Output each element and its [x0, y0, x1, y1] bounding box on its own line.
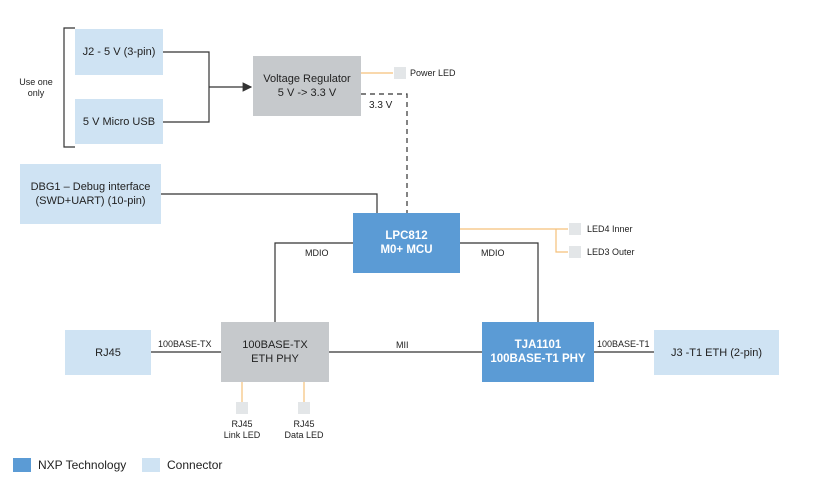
- rail-label: 3.3 V: [369, 100, 393, 111]
- led4-label: LED4 Inner: [587, 224, 633, 234]
- mdio-right-label: MDIO: [481, 248, 505, 258]
- led-lines: [460, 228, 568, 253]
- led3-indicator: [569, 246, 581, 258]
- mdio-right-line: [460, 242, 539, 322]
- legend-nxp-swatch: [13, 458, 31, 472]
- led3-label: LED3 Outer: [587, 247, 635, 257]
- mdio-left-label: MDIO: [305, 248, 329, 258]
- rj45-data-led-indicator: [298, 402, 310, 414]
- use-one-bracket: [63, 27, 75, 148]
- lpc812-mcu: LPC812 M0+ MCU: [353, 213, 460, 273]
- micro-usb-connector: 5 V Micro USB: [75, 99, 163, 144]
- voltage-regulator: Voltage Regulator 5 V -> 3.3 V: [253, 56, 361, 116]
- rj45-link-led-indicator: [236, 402, 248, 414]
- rj45-data-led-label: RJ45 Data LED: [284, 419, 324, 440]
- debug-interface-connector: DBG1 – Debug interface (SWD+UART) (10-pi…: [20, 164, 161, 224]
- j2-connector: J2 - 5 V (3-pin): [75, 29, 163, 75]
- tja1101-phy: TJA1101 100BASE-T1 PHY: [482, 322, 594, 382]
- debug-to-mcu-line: [161, 193, 378, 213]
- led4-indicator: [569, 223, 581, 235]
- legend-connector-swatch: [142, 458, 160, 472]
- j3-connector: J3 -T1 ETH (2-pin): [654, 330, 779, 375]
- legend-connector-label: Connector: [167, 458, 223, 472]
- regulator-subtitle: 5 V -> 3.3 V: [277, 87, 337, 99]
- use-one-note: Use one only: [19, 77, 53, 98]
- mdio-left-line: [274, 242, 353, 322]
- power-led-label: Power LED: [410, 68, 456, 78]
- regulator-title: Voltage Regulator: [263, 73, 351, 85]
- rail-dashed-line: [361, 93, 408, 213]
- mii-label: MII: [396, 340, 409, 350]
- power-led-indicator: [394, 67, 406, 79]
- j2-to-regulator-line: [163, 51, 210, 123]
- eth-phy: 100BASE-TX ETH PHY: [221, 322, 329, 382]
- t1-label: 100BASE-T1: [597, 339, 650, 349]
- tx-label: 100BASE-TX: [158, 339, 212, 349]
- rj45-link-led-label: RJ45 Link LED: [223, 419, 261, 440]
- rj45-connector: RJ45: [65, 330, 151, 375]
- legend-nxp-label: NXP Technology: [38, 458, 127, 472]
